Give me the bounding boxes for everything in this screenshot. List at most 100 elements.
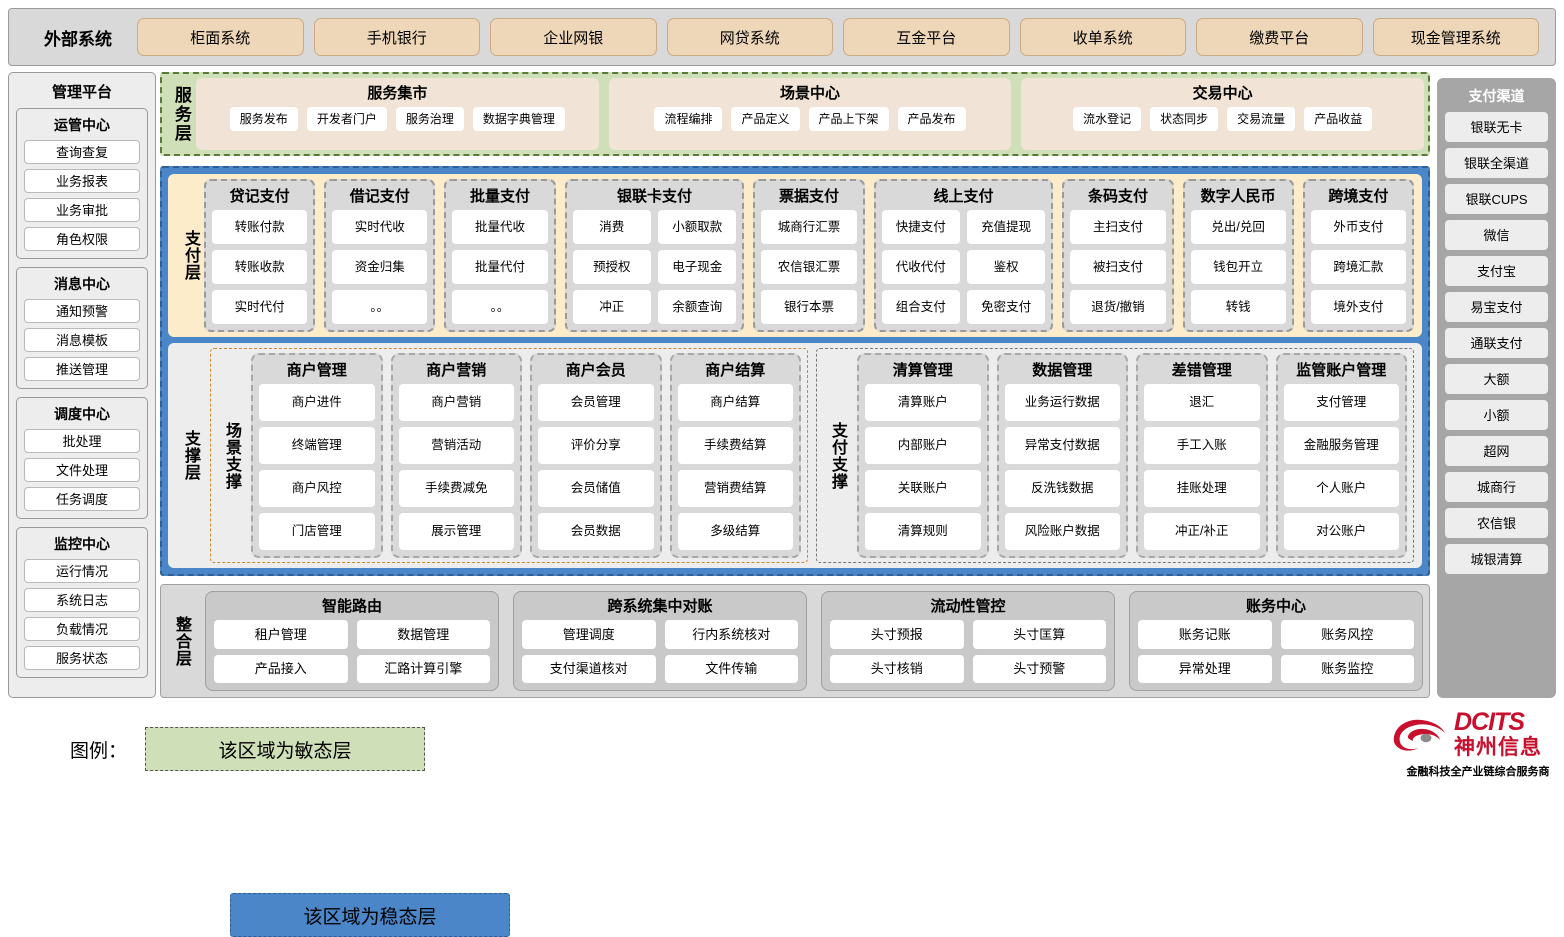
integration-item[interactable]: 产品接入 — [214, 654, 348, 683]
payment-channel-item[interactable]: 大额 — [1445, 364, 1548, 394]
integration-item[interactable]: 账务监控 — [1280, 654, 1414, 683]
external-system-item[interactable]: 互金平台 — [843, 18, 1010, 56]
external-system-item[interactable]: 企业网银 — [490, 18, 657, 56]
payment-item[interactable]: 实时代付 — [212, 290, 308, 324]
external-system-item[interactable]: 手机银行 — [313, 18, 480, 56]
payment-item[interactable]: 冲正 — [572, 290, 651, 324]
payment-item[interactable]: 充值提现 — [966, 210, 1046, 244]
admin-menu-item[interactable]: 系统日志 — [24, 588, 140, 612]
payment-item[interactable]: 钱包开立 — [1190, 250, 1286, 284]
service-item[interactable]: 服务发布 — [229, 107, 298, 131]
support-item[interactable]: 会员数据 — [538, 513, 654, 550]
admin-menu-item[interactable]: 角色权限 — [24, 227, 140, 251]
integration-item[interactable]: 行内系统核对 — [664, 620, 798, 649]
support-item[interactable]: 会员储值 — [538, 470, 654, 507]
payment-item[interactable]: 兑出/兑回 — [1190, 210, 1286, 244]
admin-menu-item[interactable]: 运行情况 — [24, 559, 140, 583]
support-item[interactable]: 挂账处理 — [1144, 470, 1260, 507]
payment-channel-item[interactable]: 小额 — [1445, 400, 1548, 430]
support-item[interactable]: 清算规则 — [865, 513, 981, 550]
payment-channel-item[interactable]: 微信 — [1445, 220, 1548, 250]
payment-item[interactable]: 。。 — [332, 290, 428, 324]
payment-item[interactable]: 免密支付 — [966, 290, 1046, 324]
payment-channel-item[interactable]: 通联支付 — [1445, 328, 1548, 358]
support-item[interactable]: 商户进件 — [259, 384, 375, 421]
payment-item[interactable]: 城商行汇票 — [761, 210, 857, 244]
support-item[interactable]: 手工入账 — [1144, 427, 1260, 464]
support-item[interactable]: 门店管理 — [259, 513, 375, 550]
support-item[interactable]: 商户结算 — [677, 384, 793, 421]
integration-item[interactable]: 头寸预警 — [972, 654, 1106, 683]
payment-channel-item[interactable]: 农信银 — [1445, 508, 1548, 538]
payment-item[interactable]: 消费 — [572, 210, 651, 244]
payment-item[interactable]: 快捷支付 — [881, 210, 960, 244]
external-system-item[interactable]: 缴费平台 — [1196, 18, 1363, 56]
payment-item[interactable]: 主扫支付 — [1070, 210, 1166, 244]
admin-menu-item[interactable]: 任务调度 — [24, 487, 140, 511]
payment-item[interactable]: 银行本票 — [761, 290, 857, 324]
payment-item[interactable]: 境外支付 — [1310, 290, 1406, 324]
payment-item[interactable]: 转钱 — [1190, 290, 1286, 324]
service-item[interactable]: 产品定义 — [731, 107, 800, 131]
payment-item[interactable]: 转账付款 — [212, 210, 308, 244]
support-item[interactable]: 商户营销 — [398, 384, 514, 421]
integration-item[interactable]: 账务记账 — [1138, 620, 1272, 649]
support-item[interactable]: 评价分享 — [538, 427, 654, 464]
payment-item[interactable]: 资金归集 — [332, 250, 428, 284]
payment-item[interactable]: 组合支付 — [881, 290, 960, 324]
support-item[interactable]: 对公账户 — [1283, 513, 1399, 550]
service-item[interactable]: 开发者门户 — [306, 107, 387, 131]
service-item[interactable]: 产品发布 — [897, 107, 966, 131]
support-item[interactable]: 商户风控 — [259, 470, 375, 507]
integration-item[interactable]: 头寸核销 — [830, 654, 964, 683]
payment-item[interactable]: 预授权 — [572, 250, 651, 284]
integration-item[interactable]: 文件传输 — [664, 654, 798, 683]
integration-item[interactable]: 汇路计算引擎 — [356, 654, 490, 683]
support-item[interactable]: 手续费结算 — [677, 427, 793, 464]
external-system-item[interactable]: 现金管理系统 — [1372, 18, 1539, 56]
support-item[interactable]: 金融服务管理 — [1283, 427, 1399, 464]
payment-item[interactable]: 农信银汇票 — [761, 250, 857, 284]
payment-item[interactable]: 外币支付 — [1310, 210, 1406, 244]
support-item[interactable]: 业务运行数据 — [1004, 384, 1120, 421]
service-item[interactable]: 产品上下架 — [808, 107, 889, 131]
external-system-item[interactable]: 收单系统 — [1019, 18, 1186, 56]
payment-item[interactable]: 代收代付 — [881, 250, 960, 284]
payment-item[interactable]: 批量代付 — [452, 250, 548, 284]
service-item[interactable]: 流水登记 — [1073, 107, 1142, 131]
admin-menu-item[interactable]: 文件处理 — [24, 458, 140, 482]
integration-item[interactable]: 账务风控 — [1280, 620, 1414, 649]
payment-channel-item[interactable]: 支付宝 — [1445, 256, 1548, 286]
integration-item[interactable]: 异常处理 — [1138, 654, 1272, 683]
payment-item[interactable]: 被扫支付 — [1070, 250, 1166, 284]
payment-item[interactable]: 批量代收 — [452, 210, 548, 244]
payment-channel-item[interactable]: 城银清算 — [1445, 544, 1548, 574]
support-item[interactable]: 展示管理 — [398, 513, 514, 550]
support-item[interactable]: 冲正/补正 — [1144, 513, 1260, 550]
support-item[interactable]: 营销费结算 — [677, 470, 793, 507]
service-item[interactable]: 流程编排 — [654, 107, 723, 131]
support-item[interactable]: 终端管理 — [259, 427, 375, 464]
payment-item[interactable]: 。。 — [452, 290, 548, 324]
support-item[interactable]: 营销活动 — [398, 427, 514, 464]
service-item[interactable]: 产品收益 — [1304, 107, 1373, 131]
payment-channel-item[interactable]: 银联无卡 — [1445, 112, 1548, 142]
support-item[interactable]: 清算账户 — [865, 384, 981, 421]
payment-item[interactable]: 转账收款 — [212, 250, 308, 284]
payment-item[interactable]: 退货/撤销 — [1070, 290, 1166, 324]
admin-menu-item[interactable]: 业务审批 — [24, 198, 140, 222]
payment-channel-item[interactable]: 银联全渠道 — [1445, 148, 1548, 178]
integration-item[interactable]: 管理调度 — [522, 620, 656, 649]
payment-item[interactable]: 小额取款 — [658, 210, 737, 244]
payment-item[interactable]: 电子现金 — [658, 250, 737, 284]
payment-item[interactable]: 实时代收 — [332, 210, 428, 244]
integration-item[interactable]: 头寸预报 — [830, 620, 964, 649]
service-item[interactable]: 服务治理 — [395, 107, 464, 131]
service-item[interactable]: 状态同步 — [1150, 107, 1219, 131]
payment-channel-item[interactable]: 银联CUPS — [1445, 184, 1548, 214]
support-item[interactable]: 关联账户 — [865, 470, 981, 507]
support-item[interactable]: 手续费减免 — [398, 470, 514, 507]
integration-item[interactable]: 头寸匡算 — [972, 620, 1106, 649]
admin-menu-item[interactable]: 通知预警 — [24, 299, 140, 323]
support-item[interactable]: 内部账户 — [865, 427, 981, 464]
